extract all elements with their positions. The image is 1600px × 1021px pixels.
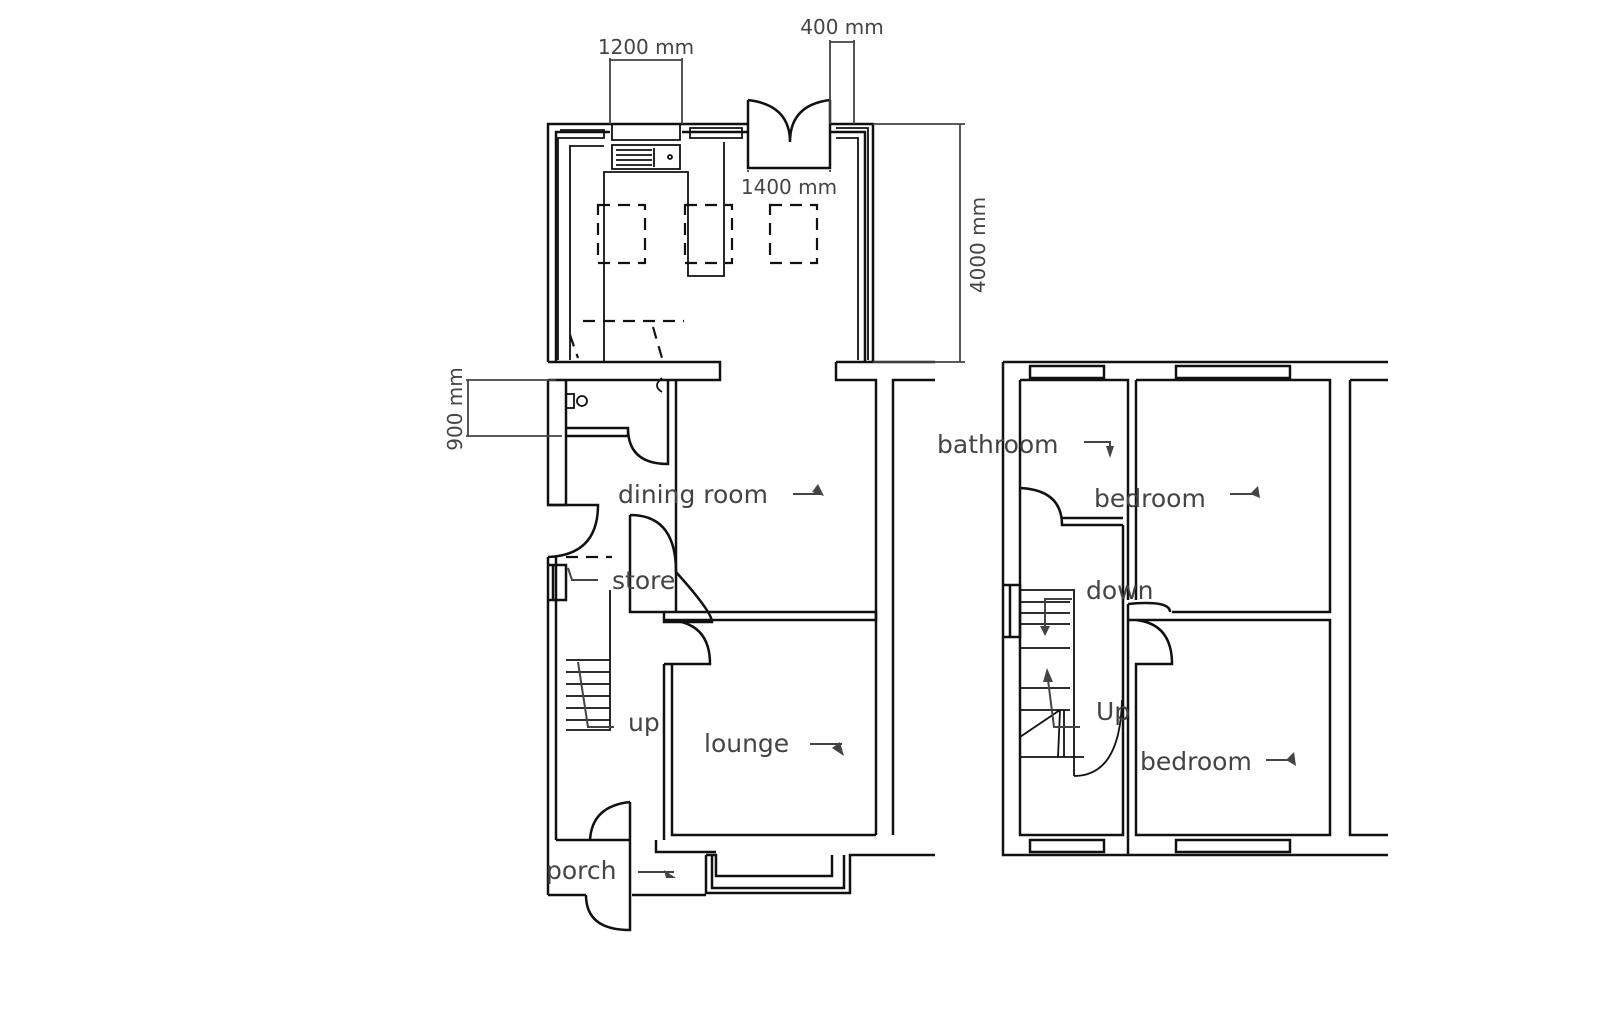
french-door-icon bbox=[746, 98, 832, 170]
label-bedroom-front: bedroom bbox=[1140, 747, 1252, 776]
extension-walls bbox=[546, 122, 875, 362]
stairs-icon bbox=[566, 590, 611, 731]
label-porch: porch bbox=[546, 856, 616, 885]
label-dining-room: dining room bbox=[618, 480, 768, 509]
dividing-wall bbox=[548, 360, 935, 835]
label-stairs-up: Up bbox=[1096, 697, 1130, 726]
label-bathroom: bathroom bbox=[937, 430, 1059, 459]
arrowhead-icon bbox=[832, 742, 844, 756]
bay-window bbox=[704, 853, 935, 895]
arrow-icon bbox=[577, 661, 614, 728]
arrowhead-icon bbox=[1043, 668, 1053, 682]
wc-door-swing bbox=[656, 377, 663, 393]
dashed-unit-1 bbox=[596, 203, 647, 265]
arrowhead-icon bbox=[1286, 752, 1296, 766]
label-stairs-up: up bbox=[628, 708, 660, 737]
sink-tap bbox=[667, 154, 673, 160]
side-window bbox=[1003, 583, 1022, 639]
label-lounge: lounge bbox=[704, 729, 789, 758]
arrow-icon bbox=[1044, 598, 1072, 632]
dashed-unit-3 bbox=[768, 203, 819, 265]
stairs-icon bbox=[1019, 589, 1123, 777]
kitchen-counter bbox=[603, 142, 725, 362]
windows bbox=[1028, 364, 1292, 854]
arrowhead-icon bbox=[812, 484, 824, 496]
arrow-icon bbox=[1084, 441, 1111, 454]
side-window bbox=[548, 563, 568, 602]
dimension-wc-width: 900 mm bbox=[443, 367, 467, 451]
dimension-lines bbox=[466, 40, 965, 437]
porch-walls bbox=[548, 800, 716, 932]
lounge-walls bbox=[662, 610, 878, 840]
ground-floor-plan bbox=[546, 98, 935, 932]
hall-walls bbox=[546, 503, 714, 895]
arrow-icon bbox=[567, 567, 598, 581]
arrowhead-icon bbox=[1040, 626, 1050, 636]
label-store: store bbox=[612, 566, 675, 595]
toilet-cistern bbox=[565, 393, 575, 409]
wall-detail bbox=[557, 124, 869, 360]
arrowhead-icon bbox=[1250, 486, 1260, 498]
label-bedroom-back: bedroom bbox=[1094, 484, 1206, 513]
first-floor-plan bbox=[1001, 360, 1388, 857]
arrowhead-icon bbox=[1106, 446, 1114, 458]
toilet-icon bbox=[576, 395, 588, 407]
first-floor-walls bbox=[1001, 360, 1388, 857]
dimension-window-width: 1200 mm bbox=[598, 35, 694, 59]
sink-drainer bbox=[616, 148, 655, 167]
sink-icon bbox=[611, 144, 681, 170]
label-stairs-down: down bbox=[1086, 576, 1153, 605]
arrow-icon bbox=[1047, 679, 1080, 728]
dimension-door-side: 400 mm bbox=[800, 15, 884, 39]
dimension-extension-depth: 4000 mm bbox=[966, 197, 990, 293]
bathroom-door bbox=[1019, 486, 1123, 527]
arrowhead-icon bbox=[664, 870, 676, 878]
dashed-unit-2 bbox=[683, 203, 734, 265]
dimension-french-door: 1400 mm bbox=[741, 175, 837, 199]
dashed-lines bbox=[568, 319, 684, 359]
